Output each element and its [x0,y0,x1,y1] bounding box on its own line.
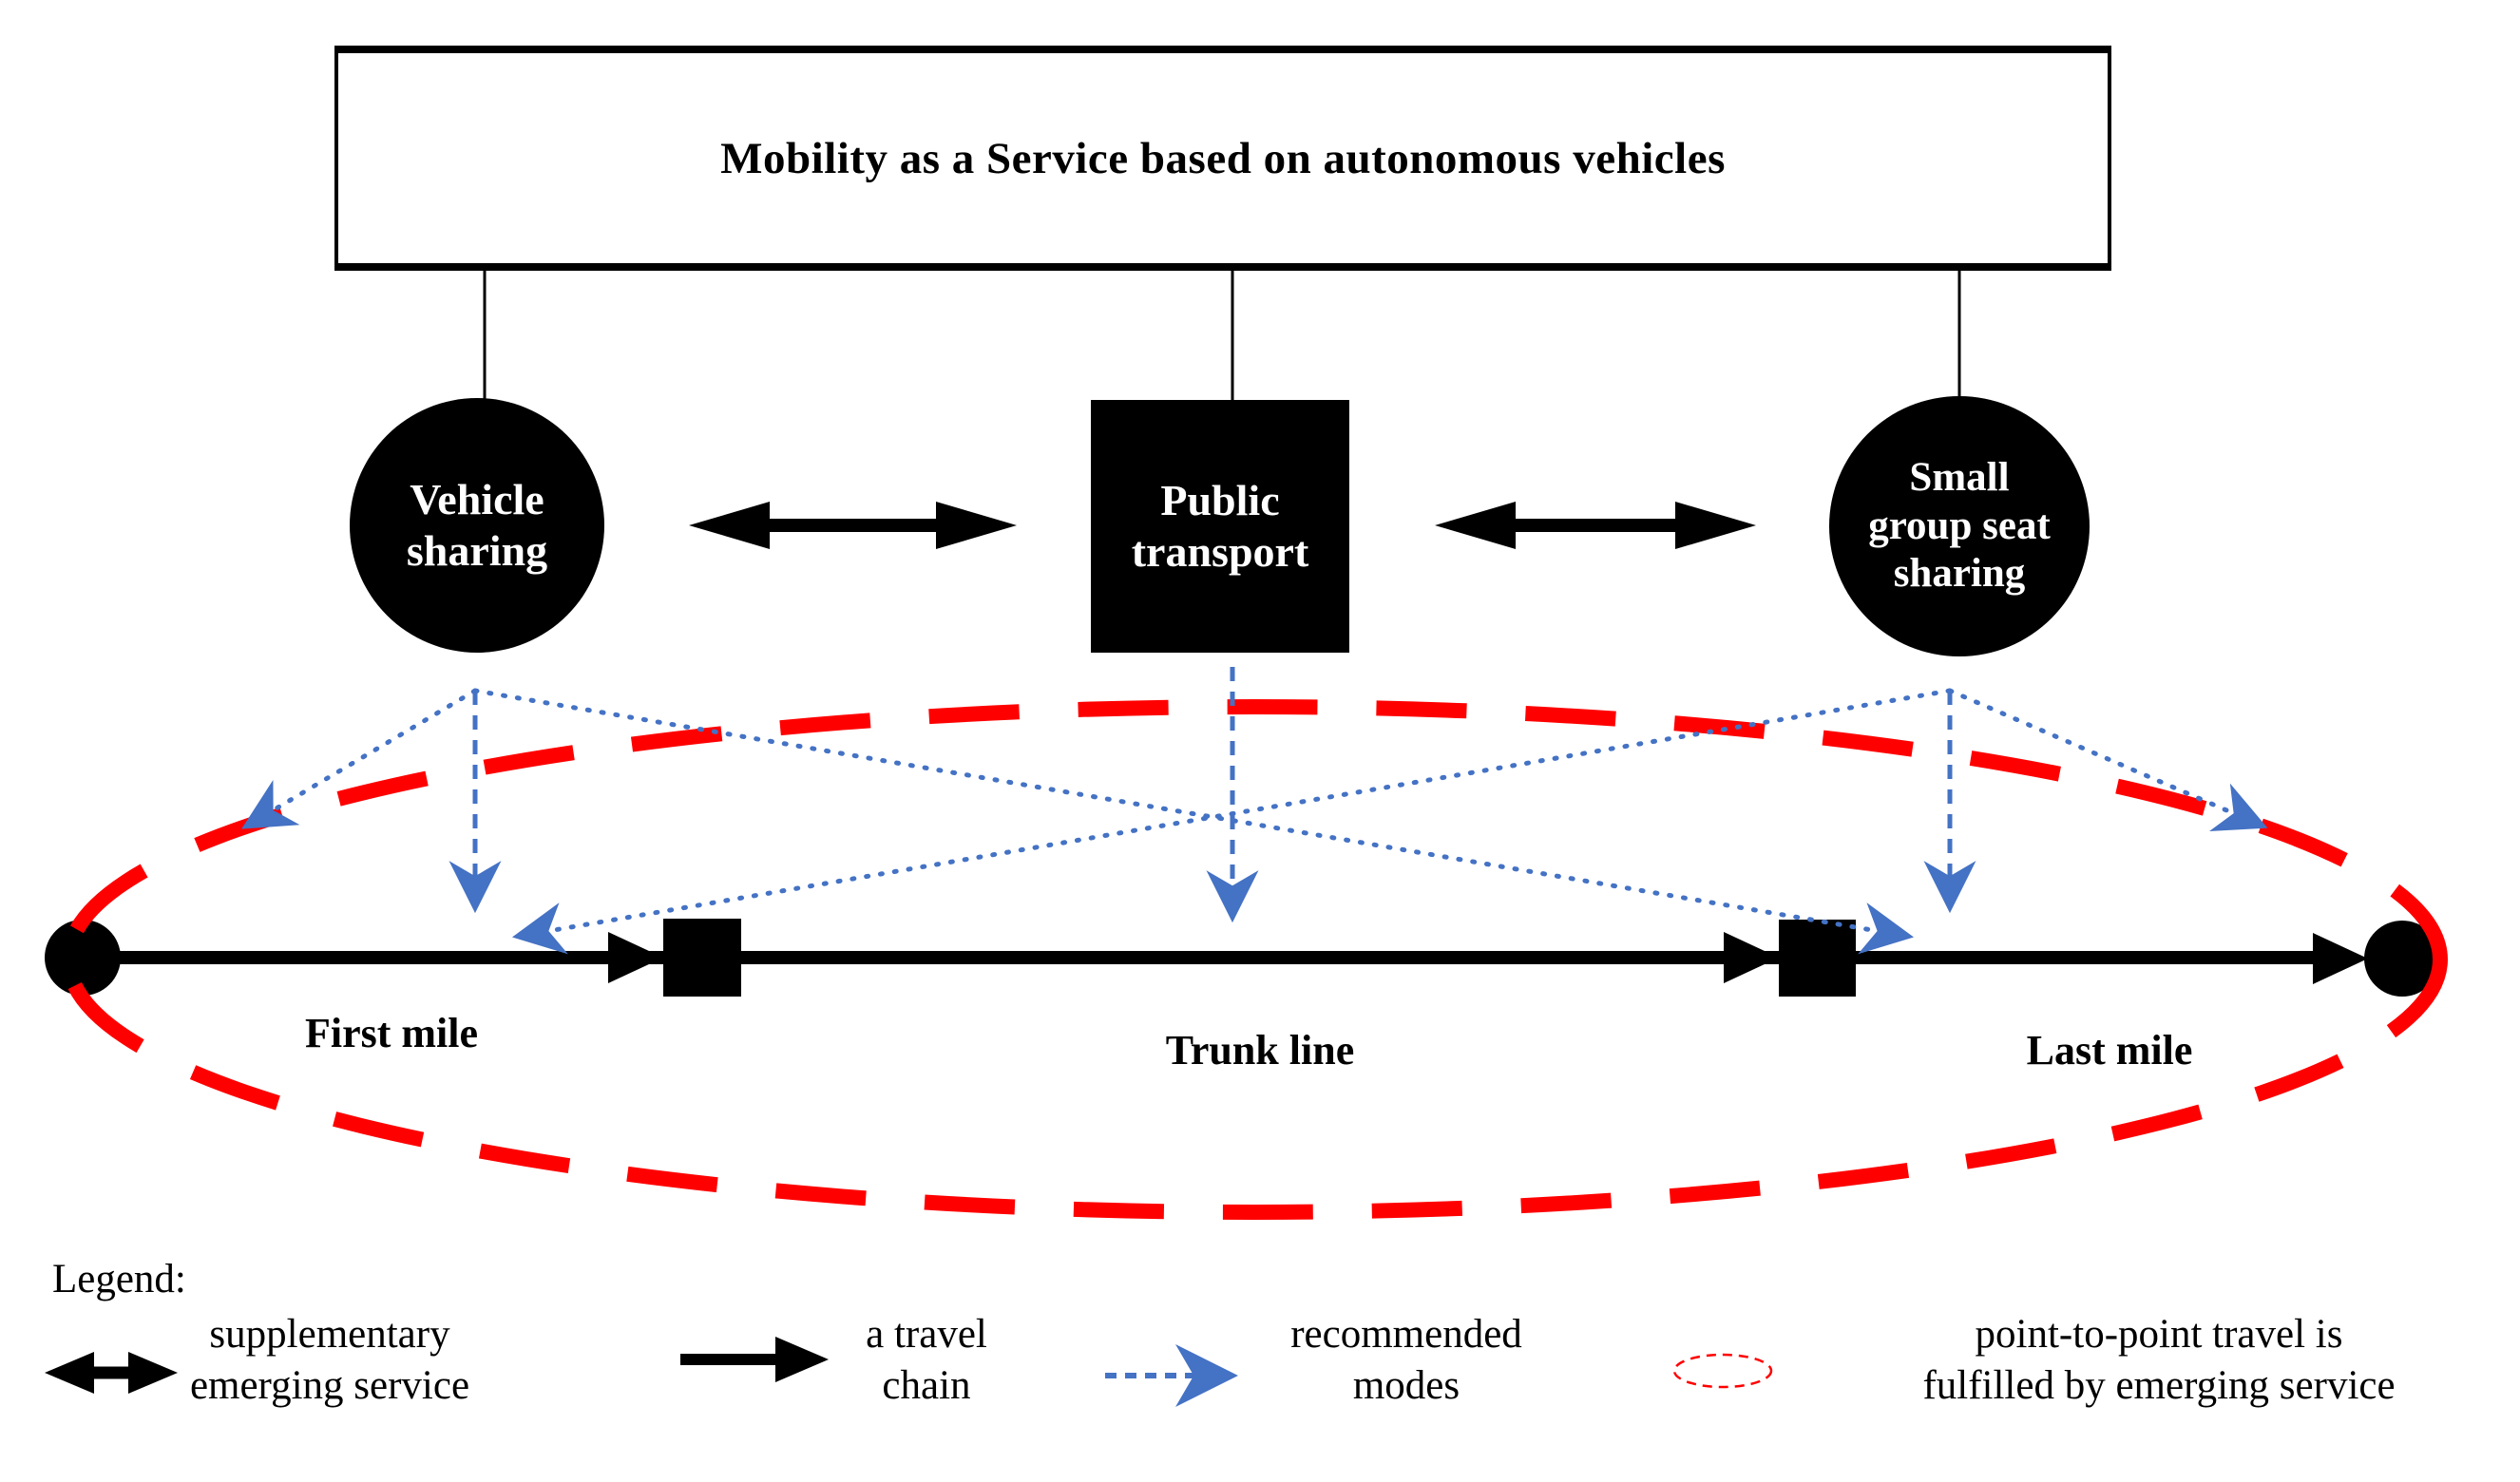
legend-item-1-line1: supplementary [209,1312,450,1357]
legend-item-supplementary-emerging-service: supplementary emerging service [190,1309,469,1412]
destination-point [2364,921,2440,997]
legend-item-recommended-modes: recommended modes [1290,1309,1522,1412]
legend-heading: Legend: [52,1257,186,1302]
node-small-group-line3: sharing [1893,551,2026,597]
node-small-group-line2: group seat [1868,503,2051,548]
maas-title-box: Mobility as a Service based on autonomou… [334,46,2111,271]
legend-item-4-line2: fulfilled by emerging service [1922,1363,2396,1409]
node-vehicle-sharing-line1: Vehicle [410,474,544,523]
node-small-group-seat-sharing: Small group seat sharing [1829,396,2090,656]
legend-symbol-double-arrow [45,1352,178,1394]
label-first-mile: First mile [304,1010,479,1056]
label-last-mile: Last mile [2026,1027,2193,1074]
label-trunk-line: Trunk line [1165,1027,1355,1074]
chain-arrowhead-trunk [1724,932,1779,983]
recommended-arrow-smallgroup-firstmile [511,688,1953,955]
legend-item-3-line1: recommended [1290,1312,1522,1357]
origin-point [45,920,121,996]
chain-arrowhead-last [2313,933,2368,984]
legend-item-1-line2: emerging service [189,1363,470,1409]
legend-item-2-line1: a travel [866,1312,987,1357]
maas-title: Mobility as a Service based on autonomou… [720,133,1726,183]
double-arrow-right [1435,502,1756,549]
node-vehicle-sharing-line2: sharing [406,526,548,575]
recommended-arrow-vehicle-lastmile [472,688,1915,955]
transfer-node-left [663,919,741,997]
double-arrow-left [689,502,1017,549]
node-public-transport-line1: Public [1160,475,1280,524]
chain-arrowhead-first [608,932,663,983]
node-small-group-line1: Small [1909,454,2010,500]
point-to-point-ellipse [61,699,2448,1220]
legend-symbol-travel-chain-arrow [680,1337,829,1382]
legend-item-2-line2: chain [882,1363,971,1409]
legend-item-3-line2: modes [1352,1363,1460,1409]
node-public-transport: Public transport [1091,400,1349,653]
recommended-arrow-smallgroup-destination [1947,688,2268,832]
legend-item-point-to-point: point-to-point travel is fulfilled by em… [1922,1309,2395,1412]
legend-item-4-line1: point-to-point travel is [1975,1312,2343,1357]
legend-symbol-p2p-ellipse [1672,1353,1773,1389]
node-vehicle-sharing: Vehicle sharing [350,398,604,653]
node-public-transport-line2: transport [1131,527,1309,576]
recommended-arrow-vehicle-origin [241,688,478,829]
travel-chain-line [45,919,2440,997]
legend-item-travel-chain: a travel chain [866,1309,987,1412]
transfer-node-right [1779,920,1856,997]
